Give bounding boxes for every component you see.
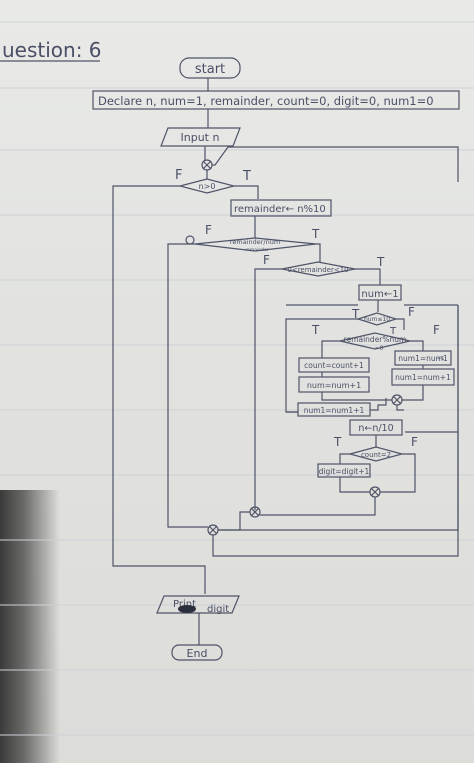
loop-back-outer bbox=[212, 305, 459, 557]
true-path-outer bbox=[234, 185, 259, 199]
decision-n-label: n>0 bbox=[199, 182, 216, 191]
true-path-2 bbox=[316, 243, 321, 262]
remainder-assign-box bbox=[230, 199, 332, 217]
num-inc-left-label: num=num+1 bbox=[307, 381, 361, 390]
false-path-6 bbox=[380, 453, 416, 493]
print-var-label: digit bbox=[207, 604, 229, 615]
num1-calc-label: num1=num1 bbox=[398, 354, 448, 363]
small-connector-left bbox=[185, 235, 195, 245]
label-false-4: F bbox=[408, 305, 415, 319]
digit-inc-label: digit=digit+1 bbox=[319, 467, 370, 476]
ruled-lines bbox=[0, 21, 474, 736]
label-true-7: T bbox=[333, 435, 342, 449]
false-path-5 bbox=[410, 340, 424, 351]
decision-count-label: count=2 bbox=[361, 451, 391, 459]
digit-merge-line bbox=[339, 477, 370, 493]
start-label: start bbox=[195, 62, 225, 77]
decision-num-limit-label: num≤10 bbox=[364, 316, 390, 323]
join-cross-1 bbox=[202, 160, 212, 170]
true-path-3 bbox=[355, 268, 381, 285]
end-terminal bbox=[171, 644, 223, 661]
ink-smudge bbox=[178, 605, 196, 613]
label-true-6: T bbox=[389, 326, 397, 337]
input-parallelogram bbox=[160, 127, 241, 147]
label-true-2: T bbox=[311, 227, 320, 241]
print-label: Print bbox=[173, 599, 196, 610]
num-init-box bbox=[358, 284, 402, 301]
label-false-3: F bbox=[263, 253, 270, 267]
label-true-1: T bbox=[242, 169, 251, 184]
hand-shadow bbox=[0, 490, 60, 763]
label-true-5: T bbox=[311, 323, 320, 337]
arrow-merge-down bbox=[396, 405, 404, 411]
decision-range-label: 0<remainder<10 bbox=[287, 266, 348, 274]
count-inc-box bbox=[298, 357, 370, 373]
start-terminal bbox=[179, 57, 241, 79]
false-path-4 bbox=[396, 318, 405, 330]
join-cross-4 bbox=[250, 507, 260, 517]
declare-label: Declare n, num=1, remainder, count=0, di… bbox=[98, 94, 434, 108]
label-false-2: F bbox=[205, 223, 212, 237]
decision-remainder-num-sub: remainder bbox=[245, 247, 268, 253]
false-path-2 bbox=[167, 243, 208, 528]
n-update-label: n←n/10 bbox=[358, 423, 393, 434]
num1-calc-sub: +1 bbox=[437, 356, 444, 362]
num-init-label: num←1 bbox=[361, 289, 398, 300]
loop-return-line bbox=[212, 146, 459, 182]
right-branch-merge bbox=[402, 385, 424, 401]
input-label: Input n bbox=[181, 131, 220, 144]
true-path-7 bbox=[339, 453, 350, 464]
join-cross-3 bbox=[370, 487, 380, 497]
num1-assign-link bbox=[370, 398, 387, 411]
join-cross-2 bbox=[392, 395, 402, 405]
label-false-6: F bbox=[411, 435, 418, 449]
digit-inc-box bbox=[317, 463, 371, 478]
true-path-5 bbox=[321, 340, 340, 358]
label-false-1: F bbox=[175, 168, 182, 183]
label-false-5: F bbox=[433, 323, 440, 337]
question-heading: uestion: 6 bbox=[2, 38, 102, 62]
decision-divisible-label: remainder%num bbox=[344, 335, 407, 344]
label-true-4: T bbox=[351, 307, 360, 321]
decision-divisible-sub: =0 bbox=[375, 345, 384, 352]
label-true-3: T bbox=[376, 255, 385, 269]
print-parallelogram bbox=[156, 595, 240, 614]
return-to-range-join bbox=[260, 497, 376, 516]
false-path-outer bbox=[112, 185, 206, 594]
declare-box bbox=[92, 90, 460, 110]
remainder-assign-label: remainder← n%10 bbox=[234, 204, 326, 215]
join-cross-5 bbox=[208, 525, 218, 535]
return-to-outer-join bbox=[218, 511, 250, 531]
false-path-3 bbox=[254, 268, 282, 510]
num-inc-right-label: num1=num+1 bbox=[395, 373, 451, 382]
num-inc-left-box bbox=[298, 376, 370, 393]
count-inc-label: count=count+1 bbox=[304, 361, 364, 370]
num1-assign-label: num1=num1+1 bbox=[304, 406, 365, 415]
left-branch-merge bbox=[321, 392, 392, 401]
end-label: End bbox=[187, 647, 208, 660]
decision-remainder-num-label: remainder/num bbox=[230, 238, 280, 246]
